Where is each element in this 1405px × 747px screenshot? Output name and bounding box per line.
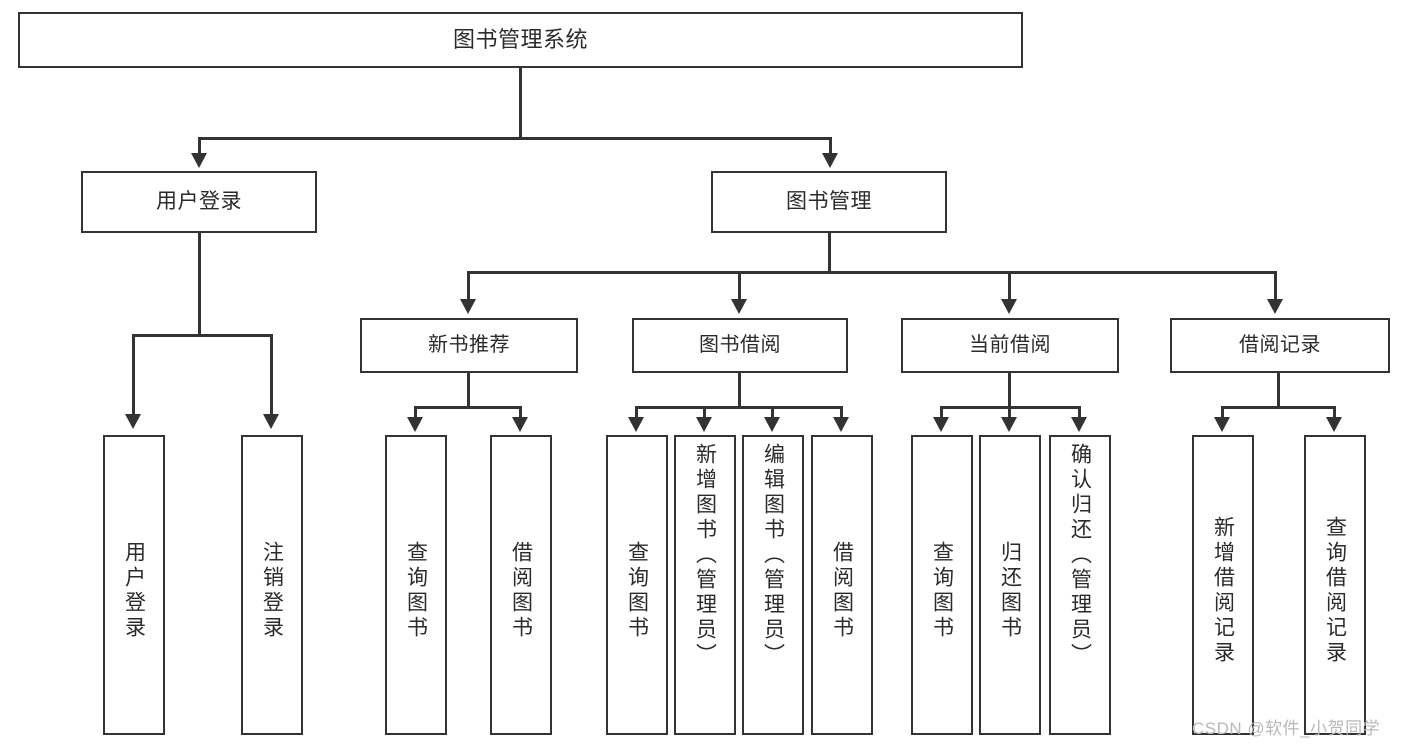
leaf-query-borrow-record[interactable]: 查询借阅记录: [1304, 435, 1366, 735]
arrowhead-br-leaf-2: [1326, 417, 1342, 432]
arrowhead-bb-leaf-4: [833, 417, 849, 432]
connector-root-leg-left: [198, 137, 201, 156]
node-book-management-system[interactable]: 图书管理系统: [18, 12, 1023, 68]
connector-bb-trunk: [738, 373, 741, 408]
connector-root-bar: [198, 137, 832, 140]
leaf-label: 借阅图书: [830, 541, 854, 641]
node-book-borrow[interactable]: 图书借阅: [632, 318, 848, 373]
connector-bm-leg-3: [1008, 271, 1011, 302]
leaf-logout[interactable]: 注销登录: [241, 435, 303, 735]
leaf-query-book-borrow[interactable]: 查询图书: [606, 435, 668, 735]
connector-bm-leg-4: [1274, 271, 1277, 302]
arrowhead-current-borrow: [1001, 299, 1017, 314]
node-borrow-record[interactable]: 借阅记录: [1170, 318, 1390, 373]
node-label: 用户登录: [156, 189, 242, 213]
leaf-label: 归还图书: [998, 541, 1022, 641]
arrowhead-cb-leaf-1: [933, 417, 949, 432]
leaf-user-login[interactable]: 用户登录: [103, 435, 165, 735]
leaf-label: 新增借阅记录: [1211, 516, 1235, 666]
leaf-query-book-recommend[interactable]: 查询图书: [385, 435, 447, 735]
connector-root-leg-right: [829, 137, 832, 156]
arrowhead-nbr-leaf-2: [512, 417, 528, 432]
connector-bb-bar: [635, 406, 843, 409]
arrowhead-bb-leaf-3: [764, 417, 780, 432]
node-label: 当前借阅: [969, 334, 1051, 356]
connector-br-bar: [1221, 406, 1336, 409]
connector-br-leg-2: [1333, 406, 1336, 420]
connector-bb-leg-3: [771, 406, 774, 420]
connector-cb-leg-1: [940, 406, 943, 420]
arrowhead-book-management: [822, 153, 838, 168]
connector-book-management-trunk: [828, 233, 831, 273]
arrowhead-bb-leaf-1: [628, 417, 644, 432]
node-label: 图书借阅: [699, 334, 781, 356]
leaf-query-book-current[interactable]: 查询图书: [911, 435, 973, 735]
connector-book-management-bar: [467, 271, 1277, 274]
leaf-label: 编辑图书（管理员）: [761, 443, 785, 668]
connector-root-trunk: [519, 68, 522, 139]
connector-user-login-leg-2: [270, 334, 273, 417]
connector-bb-leg-1: [635, 406, 638, 420]
connector-bm-leg-2: [738, 271, 741, 302]
node-new-book-recommend[interactable]: 新书推荐: [360, 318, 578, 373]
arrowhead-leaf-logout: [263, 414, 279, 429]
arrowhead-br-leaf-1: [1214, 417, 1230, 432]
watermark-text: CSDN @软件_小贺同学: [1192, 719, 1381, 738]
connector-cb-leg-2: [1008, 406, 1011, 420]
leaf-return-book[interactable]: 归还图书: [979, 435, 1041, 735]
node-label: 图书管理: [786, 189, 872, 213]
arrowhead-book-borrow: [731, 299, 747, 314]
leaf-label: 新增图书（管理员）: [693, 443, 717, 668]
arrowhead-borrow-record: [1267, 299, 1283, 314]
node-book-management[interactable]: 图书管理: [711, 171, 947, 233]
arrowhead-user-login: [191, 153, 207, 168]
connector-cb-leg-3: [1078, 406, 1081, 420]
leaf-label: 查询借阅记录: [1323, 516, 1347, 666]
leaf-label: 查询图书: [930, 541, 954, 641]
connector-cb-trunk: [1008, 373, 1011, 408]
leaf-label: 确认归还（管理员）: [1068, 443, 1092, 668]
connector-bm-leg-1: [467, 271, 470, 302]
leaf-borrow-book-recommend[interactable]: 借阅图书: [490, 435, 552, 735]
connector-user-login-trunk: [198, 233, 201, 336]
node-user-login[interactable]: 用户登录: [81, 171, 317, 233]
leaf-add-borrow-record[interactable]: 新增借阅记录: [1192, 435, 1254, 735]
connector-br-trunk: [1277, 373, 1280, 408]
connector-user-login-leg-1: [132, 334, 135, 417]
leaf-confirm-return-admin[interactable]: 确认归还（管理员）: [1049, 435, 1111, 735]
leaf-label: 借阅图书: [509, 541, 533, 641]
connector-nbr-leg-2: [519, 406, 522, 420]
connector-bb-leg-4: [840, 406, 843, 420]
connector-nbr-bar: [414, 406, 522, 409]
connector-nbr-trunk: [467, 373, 470, 408]
leaf-label: 查询图书: [404, 541, 428, 641]
connector-nbr-leg-1: [414, 406, 417, 420]
connector-br-leg-1: [1221, 406, 1224, 420]
leaf-edit-book-admin[interactable]: 编辑图书（管理员）: [742, 435, 804, 735]
connector-bb-leg-2: [703, 406, 706, 420]
arrowhead-bb-leaf-2: [696, 417, 712, 432]
leaf-add-book-admin[interactable]: 新增图书（管理员）: [674, 435, 736, 735]
leaf-label: 查询图书: [625, 541, 649, 641]
arrowhead-new-book-recommend: [460, 299, 476, 314]
node-label: 图书管理系统: [452, 27, 588, 53]
leaf-borrow-book[interactable]: 借阅图书: [811, 435, 873, 735]
leaf-label: 注销登录: [260, 541, 284, 641]
arrowhead-leaf-user-login: [125, 414, 141, 429]
node-label: 新书推荐: [428, 334, 510, 356]
node-label: 借阅记录: [1239, 334, 1321, 356]
arrowhead-cb-leaf-2: [1001, 417, 1017, 432]
leaf-label: 用户登录: [122, 541, 146, 641]
arrowhead-nbr-leaf-1: [407, 417, 423, 432]
node-current-borrow[interactable]: 当前借阅: [901, 318, 1119, 373]
connector-user-login-bar: [132, 334, 273, 337]
arrowhead-cb-leaf-3: [1071, 417, 1087, 432]
